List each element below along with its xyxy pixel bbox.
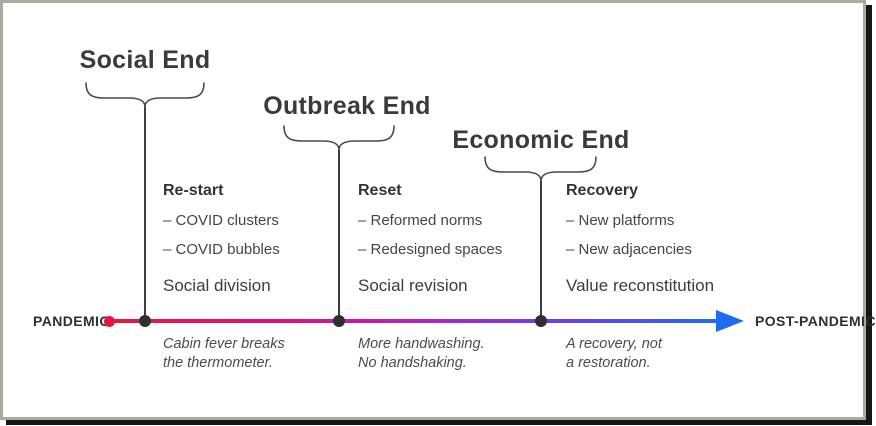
bullet-item: – COVID bubbles	[163, 241, 280, 258]
phase-summary-social-revision: Social revision	[358, 276, 468, 295]
bullet-item: – COVID clusters	[163, 212, 279, 229]
caption-line: More handwashing.	[358, 336, 485, 352]
bullet-item: – New platforms	[566, 212, 675, 229]
brace-economic-end	[484, 156, 597, 182]
axis-label-post-pandemic: POST-PANDEMIC	[755, 313, 876, 329]
timeline-node-outbreak	[333, 315, 345, 327]
timeline-arrow-icon	[716, 310, 744, 332]
axis-label-pandemic: PANDEMIC	[33, 313, 110, 329]
bullet-item: – Redesigned spaces	[358, 241, 503, 258]
caption-line: A recovery, not	[566, 336, 662, 352]
caption-economic: A recovery, not a restoration.	[566, 335, 662, 372]
milestone-title-outbreak-end: Outbreak End	[263, 92, 431, 120]
milestone-title-economic-end: Economic End	[452, 126, 630, 154]
brace-social-end	[85, 82, 205, 108]
milestone-line-economic-end	[540, 181, 542, 321]
caption-line: the thermometer.	[163, 354, 273, 371]
phase-summary-value-reconstitution: Value reconstitution	[566, 276, 715, 295]
caption-line: Cabin fever breaks	[163, 336, 285, 352]
milestone-title-social-end: Social End	[79, 46, 211, 74]
caption-line: a restoration.	[566, 354, 651, 371]
timeline-node-economic	[535, 315, 547, 327]
phase-heading-recovery: Recovery	[566, 182, 639, 199]
bullet-item: – Reformed norms	[358, 212, 483, 229]
caption-line: No handshaking.	[358, 354, 467, 371]
bullet-item: – New adjacencies	[566, 241, 692, 258]
caption-social: Cabin fever breaks the thermometer.	[163, 335, 285, 372]
phase-heading-restart: Re-start	[163, 182, 224, 199]
timeline-start-dot	[104, 316, 115, 327]
caption-outbreak: More handwashing. No handshaking.	[358, 335, 485, 372]
milestone-line-outbreak-end	[338, 150, 340, 321]
phase-heading-reset: Reset	[358, 182, 402, 199]
timeline-node-social	[139, 315, 151, 327]
brace-outbreak-end	[283, 125, 395, 151]
phase-summary-social-division: Social division	[163, 276, 271, 295]
milestone-line-social-end	[144, 107, 146, 321]
timeline-axis	[110, 319, 720, 323]
